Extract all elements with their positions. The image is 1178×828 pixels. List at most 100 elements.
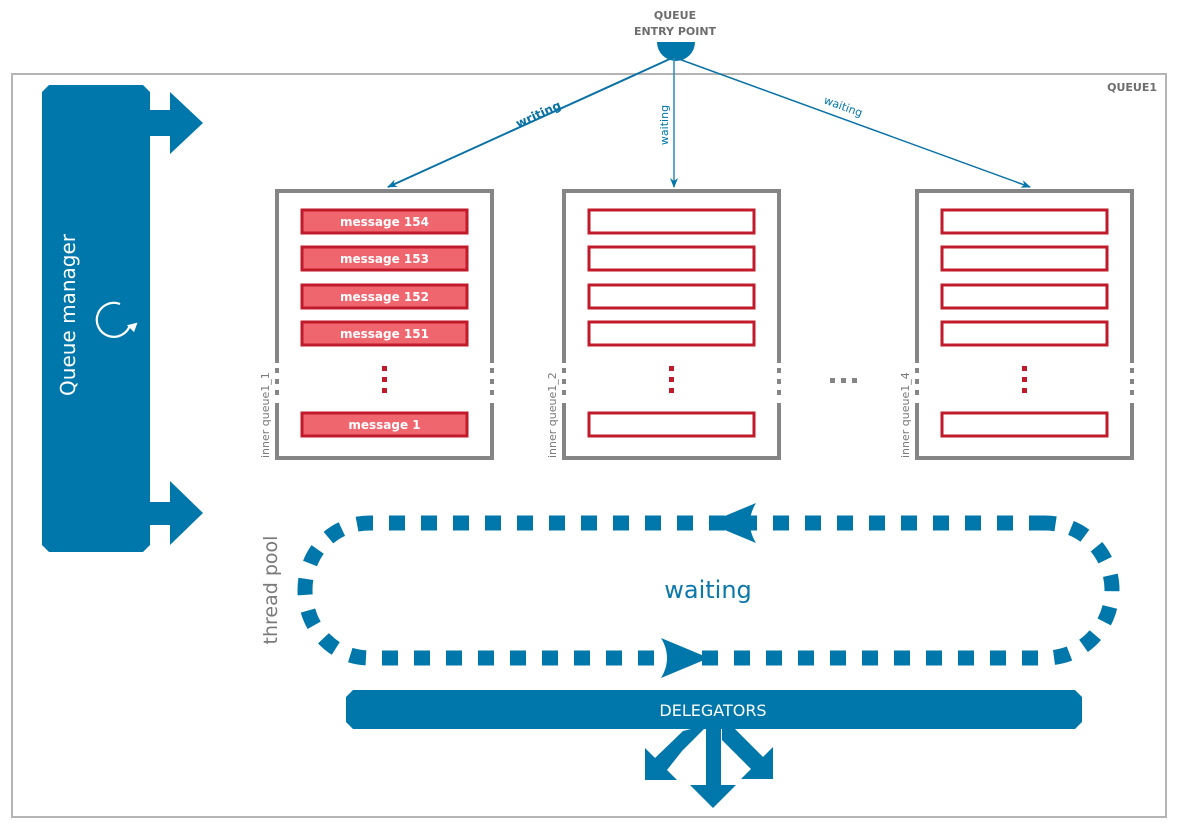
frame-gap-dot [1130, 368, 1134, 373]
queue-manager: Queue manager [42, 85, 203, 552]
frame-gap-dot [275, 368, 279, 373]
delegators-left-arrow [645, 729, 704, 780]
ellipsis-dot [1022, 377, 1027, 382]
writing-label: writing [514, 98, 564, 131]
message-box [940, 283, 1109, 310]
inner-queue-label: inner queue1_2 [546, 372, 559, 458]
delegators-label: DELEGATORS [659, 701, 766, 720]
message-slot [940, 208, 1109, 235]
waiting-label-queue2: waiting [658, 105, 671, 145]
message-box [587, 208, 756, 235]
ellipsis-dot [382, 366, 387, 371]
frame-gap-dot [777, 368, 781, 373]
message-label: message 154 [340, 215, 429, 229]
inner-queue: inner queue1_1 message 154 message 153 mess… [259, 189, 494, 460]
between-queues-ellipsis [830, 378, 857, 383]
inner-queue: inner queue1_4 [899, 189, 1134, 460]
frame-gap-dot [1130, 379, 1134, 384]
message-slot-last [940, 411, 1109, 438]
inner-queue-frame [915, 189, 1134, 460]
thread-pool: thread pool waiting [260, 503, 1120, 678]
message-box [300, 283, 469, 310]
message-box [587, 283, 756, 310]
delegators-right-arrow [722, 729, 773, 779]
inner-queue: inner queue1_2 [546, 189, 781, 460]
message-box [300, 208, 469, 235]
inner-queue-frame [275, 189, 494, 460]
frame-gap-dot [562, 368, 566, 373]
frame-gap-dot [275, 390, 279, 395]
entry-point-icon [657, 42, 695, 61]
message-box [300, 411, 469, 438]
entry-point-label-line2: ENTRY POINT [634, 25, 717, 38]
message-box [940, 411, 1109, 438]
message-label: message 1 [348, 418, 420, 432]
message-box [587, 411, 756, 438]
message-slot [587, 283, 756, 310]
frame-gap-dot [1130, 390, 1134, 395]
ellipsis-dot [1022, 388, 1027, 393]
message-box [587, 245, 756, 272]
frame-gap-dot [915, 379, 919, 384]
frame-gap-dot [490, 368, 494, 373]
frame-gap-dot [777, 379, 781, 384]
message-box [940, 245, 1109, 272]
frame-gap-dot [275, 379, 279, 384]
message-slot [940, 320, 1109, 347]
frame-gap-dot [777, 390, 781, 395]
frame-gap-dot [562, 390, 566, 395]
ellipsis-dot [382, 388, 387, 393]
message-slot [940, 283, 1109, 310]
thread-pool-arrow-right [661, 638, 709, 678]
message-slot [587, 208, 756, 235]
message-slot [587, 320, 756, 347]
delegators-down-arrow [690, 729, 736, 808]
thread-pool-loop [297, 515, 1120, 666]
thread-pool-state: waiting [664, 576, 752, 604]
ellipsis-dot [382, 377, 387, 382]
inner-queue-label: inner queue1_1 [259, 372, 272, 458]
message-box [587, 320, 756, 347]
ellipsis-dot [1022, 366, 1027, 371]
inner-queue-label: inner queue1_4 [899, 372, 912, 458]
frame-gap-dot [490, 379, 494, 384]
queue-manager-bottom-arrow [150, 481, 203, 545]
message-slot: message 153 [300, 245, 469, 272]
thread-pool-label: thread pool [260, 536, 282, 645]
message-slot [940, 245, 1109, 272]
queue-manager-label: Queue manager [56, 233, 80, 396]
ellipsis-dot [669, 377, 674, 382]
message-slot: message 152 [300, 283, 469, 310]
writing-arrow [387, 57, 673, 188]
ellipsis-dot [669, 388, 674, 393]
thread-pool-arrow-left [708, 503, 756, 543]
message-slot [587, 245, 756, 272]
queue-manager-top-arrow [150, 92, 203, 154]
refresh-cycle-icon [95, 301, 138, 338]
message-box [940, 320, 1109, 347]
delegators-bar [346, 690, 1082, 729]
waiting-label-queue4: waiting [822, 94, 864, 120]
frame-gap-dot [915, 368, 919, 373]
message-slot-last [587, 411, 756, 438]
entry-point-label-line1: QUEUE [654, 9, 696, 22]
delegators: DELEGATORS [346, 690, 1082, 808]
message-slot: message 154 [300, 208, 469, 235]
ellipsis-dot [669, 366, 674, 371]
inner-queue-frame [562, 189, 781, 460]
message-box [940, 208, 1109, 235]
message-box [300, 245, 469, 272]
message-box [300, 320, 469, 347]
message-label: message 153 [340, 252, 429, 266]
waiting-arrow-queue4 [675, 57, 1031, 188]
frame-gap-dot [562, 379, 566, 384]
queue1-label: QUEUE1 [1107, 81, 1157, 94]
frame-gap-dot [490, 390, 494, 395]
message-label: message 152 [340, 290, 429, 304]
queue1-frame [11, 73, 1167, 818]
message-slot-last: message 1 [300, 411, 469, 438]
message-label: message 151 [340, 327, 429, 341]
frame-gap-dot [915, 390, 919, 395]
message-slot: message 151 [300, 320, 469, 347]
